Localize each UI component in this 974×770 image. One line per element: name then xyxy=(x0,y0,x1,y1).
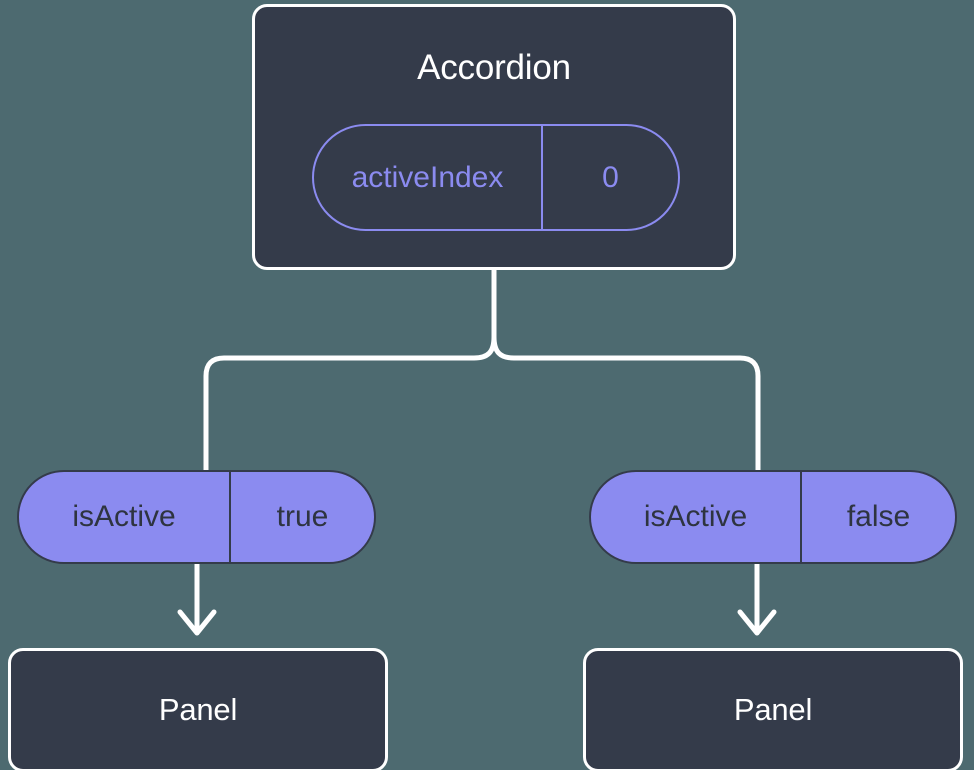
is-active-false-prop-pill[interactable]: isActive false xyxy=(589,470,957,564)
is-active-true-prop-key: isActive xyxy=(19,472,231,562)
panel-node-left-label: Panel xyxy=(158,692,238,727)
is-active-true-prop-value: true xyxy=(276,500,329,533)
active-index-prop-value: 0 xyxy=(602,160,619,194)
panel-node-left[interactable]: Panel xyxy=(8,648,388,770)
active-index-prop-key: activeIndex xyxy=(314,126,543,229)
arrowhead-right xyxy=(737,609,777,636)
arrowhead-left xyxy=(177,609,217,636)
active-index-prop-pill[interactable]: activeIndex 0 xyxy=(312,124,680,231)
is-active-false-prop-key: isActive xyxy=(591,472,802,562)
panel-node-right-label: Panel xyxy=(733,692,813,727)
is-active-false-prop-value: false xyxy=(846,500,911,533)
accordion-node-label: Accordion xyxy=(417,48,571,87)
is-active-true-prop-pill[interactable]: isActive true xyxy=(17,470,376,564)
edge-root-to-children xyxy=(491,267,761,475)
edge-root-to-left-child xyxy=(203,334,497,475)
panel-node-right[interactable]: Panel xyxy=(583,648,963,770)
accordion-node[interactable]: Accordion activeIndex 0 xyxy=(252,4,736,270)
